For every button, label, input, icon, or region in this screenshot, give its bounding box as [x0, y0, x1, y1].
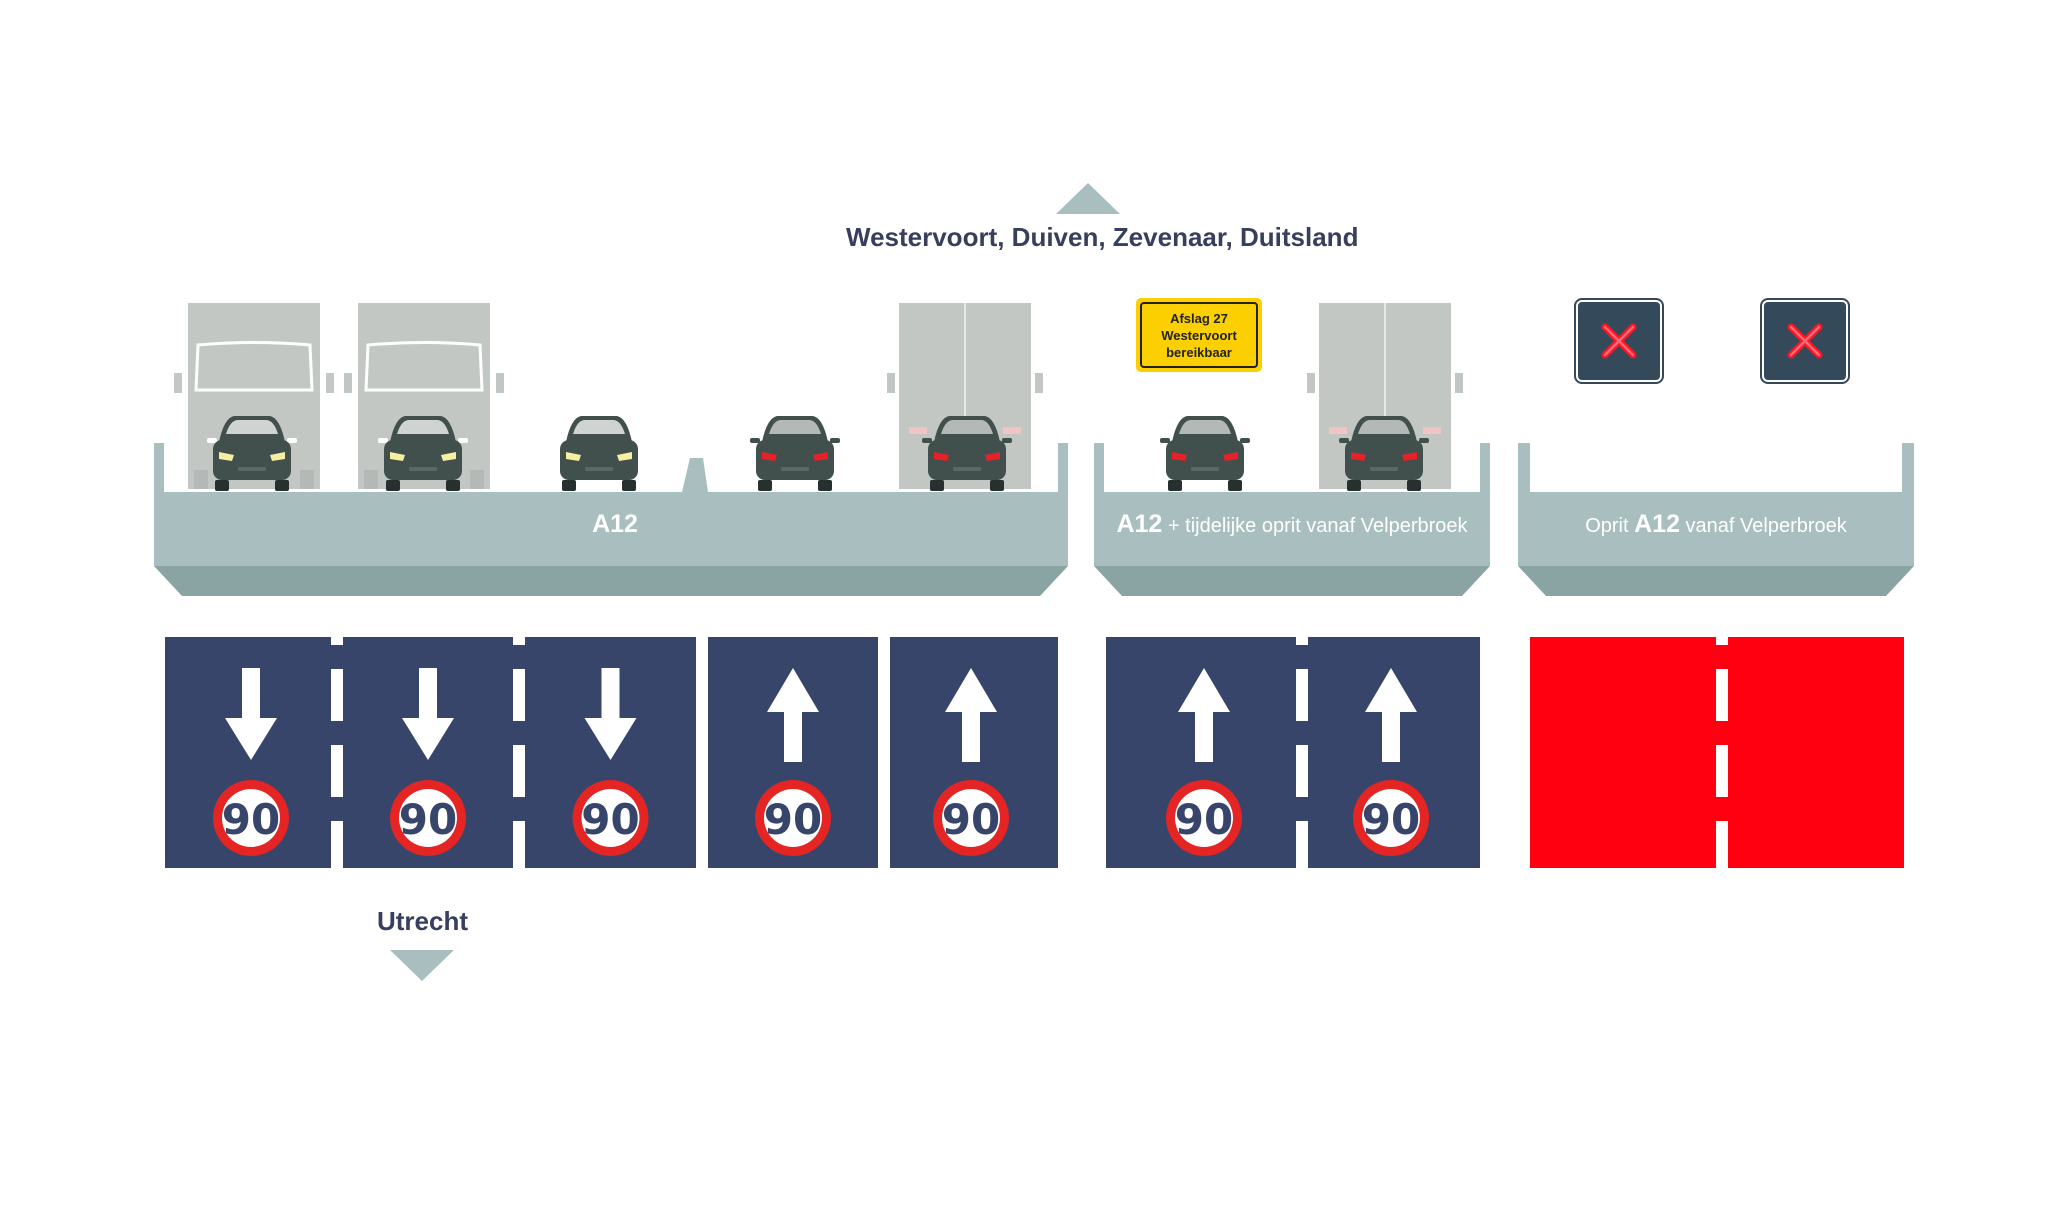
- speed-limit-value: 90: [942, 795, 1000, 844]
- exit-sign-line: bereikbaar: [1166, 344, 1232, 360]
- lane: 90: [165, 637, 337, 868]
- south-destination-label: Utrecht: [377, 906, 469, 936]
- arrow-up-icon: [1365, 668, 1417, 762]
- speed-limit-sign: 90: [213, 780, 289, 856]
- road-deck-a12: [154, 443, 1068, 596]
- car-front: [378, 416, 468, 491]
- speed-limit-sign: 90: [755, 780, 831, 856]
- lane: 90: [1302, 637, 1480, 868]
- car-rear: [1160, 416, 1250, 491]
- lane: 90: [884, 637, 1058, 868]
- lane: 90: [337, 637, 519, 868]
- road-name: A12: [1634, 510, 1680, 538]
- road-label-oprit: Oprit A12 vanaf Velperbroek: [1530, 510, 1902, 539]
- lane-signal-closed-2: [1762, 300, 1848, 382]
- lane: [1722, 637, 1904, 868]
- car-rear: [750, 416, 840, 491]
- speed-limit-sign: 90: [390, 780, 466, 856]
- arrow-down-icon: [584, 668, 637, 760]
- road-name: A12: [1116, 510, 1163, 538]
- road-label-prefix: Oprit: [1585, 515, 1629, 537]
- lane: [1530, 637, 1722, 868]
- car-rear: [1339, 416, 1429, 491]
- speed-limit-value: 90: [581, 795, 639, 844]
- road-label-suffix: + tijdelijke oprit vanaf Velperbroek: [1167, 515, 1468, 537]
- car-front: [554, 416, 644, 491]
- south-direction-arrow-icon: [390, 950, 454, 981]
- exit-sign: Afslag 27 Westervoort bereikbaar: [1136, 298, 1262, 372]
- exit-sign-line: Westervoort: [1161, 327, 1237, 343]
- north-direction-arrow-icon: [1056, 183, 1120, 214]
- exit-sign-panel: Afslag 27 Westervoort bereikbaar: [1140, 302, 1258, 368]
- speed-limit-sign: 90: [933, 780, 1009, 856]
- lane: 90: [519, 637, 702, 868]
- road-name: A12: [592, 510, 638, 538]
- speed-limit-sign: 90: [1353, 780, 1429, 856]
- arrow-up-icon: [945, 668, 997, 762]
- arrow-down-icon: [225, 668, 277, 760]
- speed-limit-value: 90: [1175, 795, 1233, 844]
- lane: 90: [702, 637, 884, 868]
- red-cross-icon: [1601, 323, 1637, 359]
- speed-limit-value: 90: [1362, 795, 1420, 844]
- road-label-suffix: vanaf Velperbroek: [1685, 515, 1847, 537]
- red-cross-icon: [1787, 323, 1823, 359]
- car-front: [207, 416, 297, 491]
- road-deck-ramp-velperbroek: [1518, 443, 1914, 596]
- north-destination-label: Westervoort, Duiven, Zevenaar, Duitsland: [846, 222, 1359, 252]
- speed-limit-value: 90: [764, 795, 822, 844]
- lane-signal-closed-1: [1576, 300, 1662, 382]
- road-label-a12-ramp: A12 + tijdelijke oprit vanaf Velperbroek: [1104, 510, 1480, 539]
- speed-limit-sign: 90: [1166, 780, 1242, 856]
- arrow-down-icon: [402, 668, 454, 760]
- car-rear: [922, 416, 1012, 491]
- arrow-up-icon: [1178, 668, 1230, 762]
- speed-limit-value: 90: [399, 795, 457, 844]
- arrow-up-icon: [767, 668, 819, 762]
- road-deck-a12-temporary-ramp: [1094, 443, 1490, 596]
- speed-limit-value: 90: [222, 795, 280, 844]
- speed-limit-sign: 90: [572, 780, 649, 856]
- lane: 90: [1106, 637, 1302, 868]
- exit-sign-line: Afslag 27: [1170, 310, 1228, 326]
- road-label-a12: A12: [540, 510, 690, 539]
